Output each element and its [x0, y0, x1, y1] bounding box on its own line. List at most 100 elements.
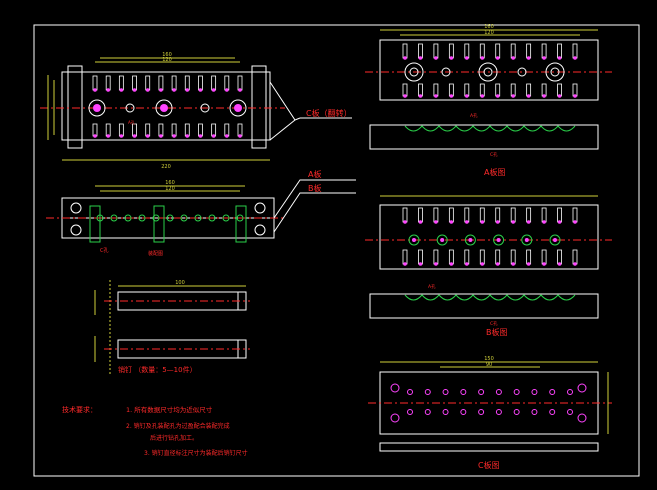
c-plate-leader — [269, 81, 301, 121]
c-plate-bottom-pin-tip-10 — [225, 134, 229, 138]
c-plate-hole-top-1 — [424, 389, 431, 395]
b-plate-bottom-pin-6 — [495, 249, 501, 265]
b-plate-hole-2 — [464, 234, 476, 246]
assembly-label: 装配图 — [148, 250, 163, 257]
assembly-hole-5 — [166, 214, 174, 222]
b-plate-bottom-pin-10 — [557, 249, 562, 265]
c-plate-corner-2 — [577, 383, 587, 393]
a-plate-top-pin-10 — [557, 43, 562, 59]
b-plate-top-pin-2 — [433, 207, 439, 223]
c-plate-bottom-pin-3 — [132, 123, 137, 137]
b-plate-bottom-pin-9 — [541, 249, 547, 265]
b-plate-hole-1 — [436, 234, 448, 246]
a-plate-top-pin-tip-4 — [465, 56, 469, 60]
c-plate-caption: C板图 — [478, 460, 500, 470]
c-plate-thin-side — [379, 442, 599, 452]
a-plate-bottom-pin-tip-11 — [573, 94, 577, 98]
c-plate-top-pin-1 — [105, 75, 111, 91]
assembly-hole-8 — [208, 214, 216, 222]
c-plate-bottom-pin-tip-3 — [132, 134, 137, 138]
a-plate-bottom-pin-7 — [510, 83, 516, 97]
b-plate-top-pin-4 — [464, 207, 470, 223]
c-plate-top-pin-5 — [158, 75, 164, 91]
b-plate-top-pin-tip-6 — [495, 220, 500, 224]
b-plate-bottom-pin-tip-7 — [511, 262, 515, 266]
a-plate-top-pin-4 — [464, 43, 470, 59]
a-plate-top-pin-tip-10 — [557, 56, 562, 60]
c-plate-bolt-core-2 — [160, 104, 168, 112]
a-plate-bottom-pin-1 — [418, 83, 423, 97]
b-plate-bottom-pin-7 — [510, 249, 516, 265]
a-plate-bottom-pin-tip-3 — [449, 94, 454, 98]
b-plate-hole-core-1 — [440, 238, 445, 242]
pin-caption: 销钉 （数量：5—10件） — [118, 365, 197, 374]
a-plate-bottom-pin-11 — [572, 83, 578, 97]
a-plate-bolt-1 — [404, 62, 424, 82]
c-plate-top-pin-0 — [92, 75, 98, 91]
b-plate-bottom-pin-2 — [433, 249, 439, 265]
dim-mid-left-inner: 120 — [165, 186, 175, 192]
pin-views: 100 销钉 （数量：5—10件） — [94, 280, 250, 375]
c-plate-small-hole-2 — [200, 103, 210, 113]
pin-length-dim: 100 — [175, 280, 185, 286]
c-plate-top-pin-tip-5 — [159, 88, 163, 92]
c-plate-top-pin-2 — [118, 75, 124, 91]
c-plate-hole-top-9 — [567, 389, 573, 395]
a-plate-top-pin-1 — [418, 43, 423, 59]
c-plate-top-pin-tip-3 — [132, 88, 137, 92]
dim-top-left-total: 220 — [161, 164, 171, 170]
c-plate-outline — [61, 71, 271, 141]
a-plate-top-pin-tip-8 — [526, 56, 531, 60]
c-plate-top-view: 160 120 220 A孔 C板（翻转） — [40, 52, 352, 170]
b-plate-bottom-pin-tip-9 — [542, 262, 546, 266]
a-plate-top-pin-tip-2 — [434, 56, 438, 60]
dim-mid-left-width: 160 — [165, 180, 175, 186]
assembly-hole-6 — [180, 214, 188, 222]
assembly-corner-hole-2 — [70, 224, 82, 236]
a-plate-bolt-3 — [545, 62, 565, 82]
b-plate-side-holes — [404, 294, 576, 301]
b-plate-top-pin-tip-11 — [573, 220, 577, 224]
a-plate-bottom-pin-tip-7 — [511, 94, 515, 98]
c-plate-view: 150 90 C板图 — [368, 356, 612, 470]
technical-notes: 技术要求： 1. 所有数据尺寸均为近似尺寸 2. 销钉及孔装配孔为过盈配合装配完… — [62, 405, 248, 457]
notes-line-3: 3. 销钉直径标注尺寸为装配后销钉尺寸 — [144, 449, 248, 457]
c-plate-bottom-pin-tip-9 — [211, 134, 216, 138]
dim-top-left-inner: 120 — [162, 57, 172, 63]
c-plate-top-pin-tip-8 — [198, 88, 203, 92]
a-plate-view: 160 120 A孔 C孔 A板图 — [365, 24, 612, 177]
a-plate-caption: A板图 — [484, 167, 505, 177]
a-plate-top-pin-3 — [448, 43, 454, 59]
a-plate-top-pin-8 — [526, 43, 532, 59]
c-plate-bottom-pin-1 — [105, 123, 111, 137]
a-plate-bottom-pin-6 — [495, 83, 501, 97]
b-plate-hole-core-3 — [496, 238, 501, 242]
c-plate-bottom-pin-tip-7 — [185, 134, 190, 138]
c-plate-bolt-hole-3 — [229, 99, 247, 117]
notes-title: 技术要求： — [62, 405, 97, 414]
b-plate-bottom-pin-3 — [448, 249, 454, 265]
c-plate-bottom-pin-tip-2 — [119, 134, 124, 138]
assembly-view: 160 120 C孔 装配图 A板 B板 — [46, 169, 356, 257]
notes-line-2b: 后进行钻孔加工。 — [150, 434, 198, 442]
a-plate-bottom-pin-8 — [526, 83, 532, 97]
a-plate-top-pin-tip-3 — [449, 56, 454, 60]
drawing-frame — [33, 24, 640, 477]
c-plate-bottom-pin-10 — [224, 123, 230, 137]
b-plate-top-pin-7 — [510, 207, 516, 223]
c-plate-top-pin-tip-9 — [211, 88, 216, 92]
a-plate-top-pin-tip-1 — [418, 56, 423, 60]
b-plate-bottom-pin-tip-4 — [465, 262, 469, 266]
b-plate-label: B板 — [308, 183, 322, 193]
assembly-hole-10 — [236, 214, 244, 222]
c-plate-bolt-core-1 — [93, 104, 101, 112]
c-plate-top-pin-9 — [211, 75, 217, 91]
b-plate-top-pin-6 — [495, 207, 501, 223]
notes-line-2: 2. 销钉及孔装配孔为过盈配合装配完成 — [126, 422, 230, 430]
c-plate-bolt-hole-2 — [155, 99, 173, 117]
assembly-corner-hole-1 — [70, 202, 82, 214]
b-plate-hole-4 — [521, 234, 533, 246]
c-plate-top-pin-tip-10 — [225, 88, 229, 92]
a-plate-bolt-core-1 — [409, 67, 419, 77]
